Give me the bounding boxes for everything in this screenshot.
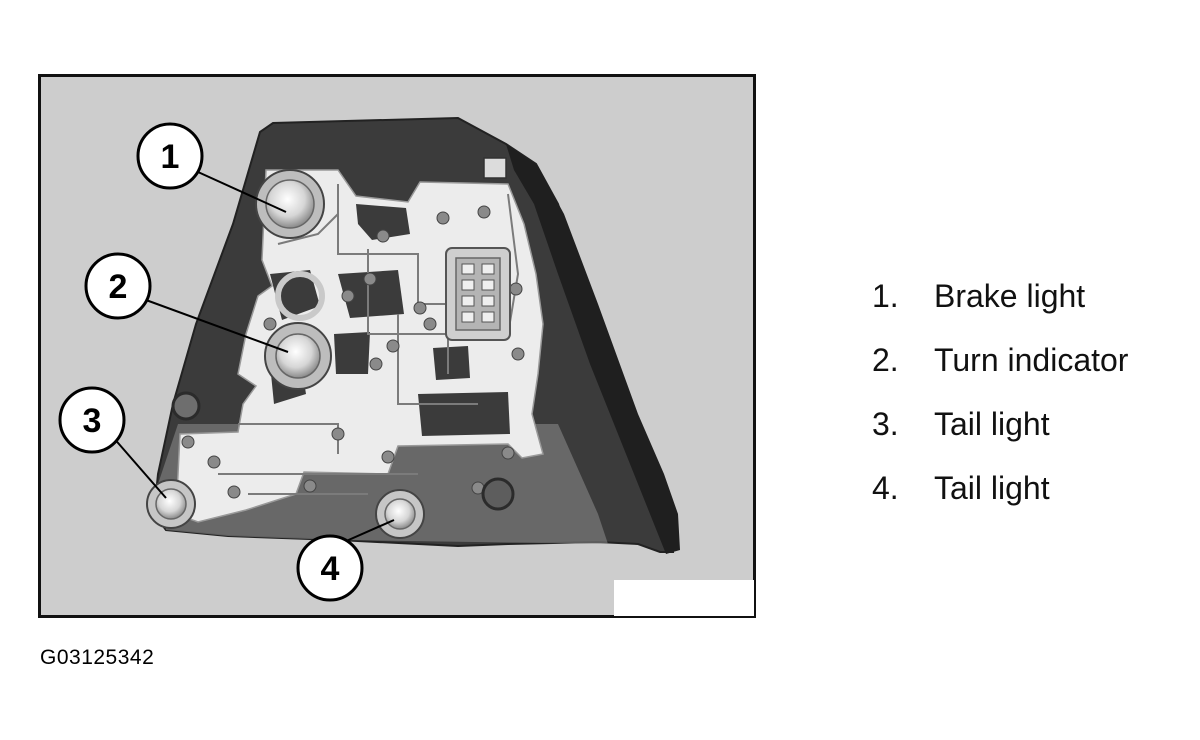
taillight-illustration: 1 2 3 4 — [38, 74, 756, 618]
housing-screw-right — [481, 477, 515, 511]
callout-4: 4 — [296, 534, 364, 602]
callout-1-number: 1 — [161, 138, 180, 176]
legend-item-tail-light: 3. Tail light — [872, 392, 1128, 456]
board-traces — [218, 184, 520, 495]
tail-light-socket-left — [146, 479, 196, 529]
legend-item-tail-light: 4. Tail light — [872, 456, 1128, 520]
taillight-figure: 1 2 3 4 — [38, 74, 756, 618]
callout-2: 2 — [84, 252, 152, 320]
legend-label: Turn indicator — [934, 341, 1129, 378]
callout-leaders — [111, 171, 395, 543]
callout-2-number: 2 — [109, 268, 128, 306]
turn-indicator-socket — [264, 322, 332, 390]
callout-3-number: 3 — [83, 402, 102, 440]
legend-number: 3. — [872, 405, 899, 442]
housing-seal — [506, 144, 680, 554]
brake-light-socket — [255, 169, 325, 239]
legend-number: 2. — [872, 341, 899, 378]
callout-3: 3 — [58, 386, 126, 454]
callout-4-number: 4 — [321, 550, 340, 588]
empty-socket-ring — [275, 271, 325, 321]
parts-legend: 1. Brake light 2. Turn indicator 3. Tail… — [872, 264, 1128, 520]
callout-1: 1 — [136, 122, 204, 190]
legend-label: Brake light — [934, 277, 1086, 314]
legend-item-brake-light: 1. Brake light — [872, 264, 1128, 328]
legend-number: 1. — [872, 277, 899, 314]
housing-screw-left — [171, 391, 201, 421]
tail-light-socket-right — [375, 489, 425, 539]
wiring-connector — [445, 247, 511, 341]
legend-label: Tail light — [934, 469, 1050, 506]
legend-number: 4. — [872, 469, 899, 506]
board-rivets — [181, 205, 525, 499]
legend-item-turn-indicator: 2. Turn indicator — [872, 328, 1128, 392]
legend-label: Tail light — [934, 405, 1050, 442]
label-patch — [614, 580, 754, 616]
figure-id: G03125342 — [40, 646, 155, 669]
housing-tab — [483, 157, 507, 179]
